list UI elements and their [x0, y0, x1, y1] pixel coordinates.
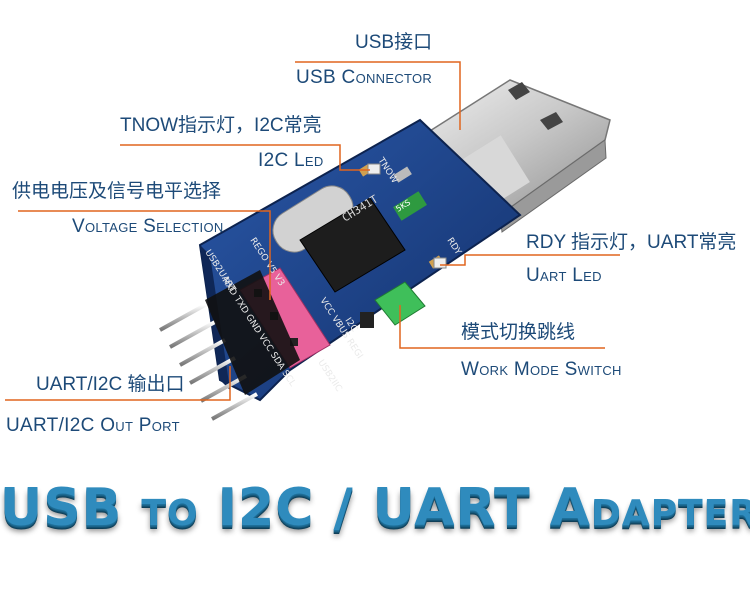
out-port-label-cn: UART/I2C 输出口 — [36, 374, 185, 395]
usb-connector-label-cn: USB接口 — [355, 32, 433, 53]
uart-led-label-cn: RDY 指示灯，UART常亮 — [526, 232, 737, 253]
mode-switch-label-en: Work Mode Switch — [461, 359, 622, 380]
voltage-selection-label-en: Voltage Selection — [72, 216, 224, 237]
led-i2c — [367, 163, 381, 175]
mode-switch-label-cn: 模式切换跳线 — [461, 322, 576, 343]
led-uart — [433, 257, 447, 269]
page-title: USB to I2C / UART Adapter — [0, 478, 750, 538]
i2c-led-label-en: I2C Led — [258, 150, 324, 171]
out-port-label-en: UART/I2C Out Port — [6, 415, 180, 436]
i2c-led-label-cn: TNOW指示灯，I2C常亮 — [120, 115, 322, 136]
mode-jumper — [360, 281, 426, 328]
uart-led-label-en: Uart Led — [526, 265, 602, 286]
usb-connector-label-en: USB Connector — [296, 67, 433, 88]
silk-pins-right: USB2IIC — [315, 358, 343, 393]
leader-lines — [5, 61, 620, 401]
voltage-selection-label-cn: 供电电压及信号电平选择 — [12, 181, 222, 202]
header-pins — [159, 270, 300, 421]
